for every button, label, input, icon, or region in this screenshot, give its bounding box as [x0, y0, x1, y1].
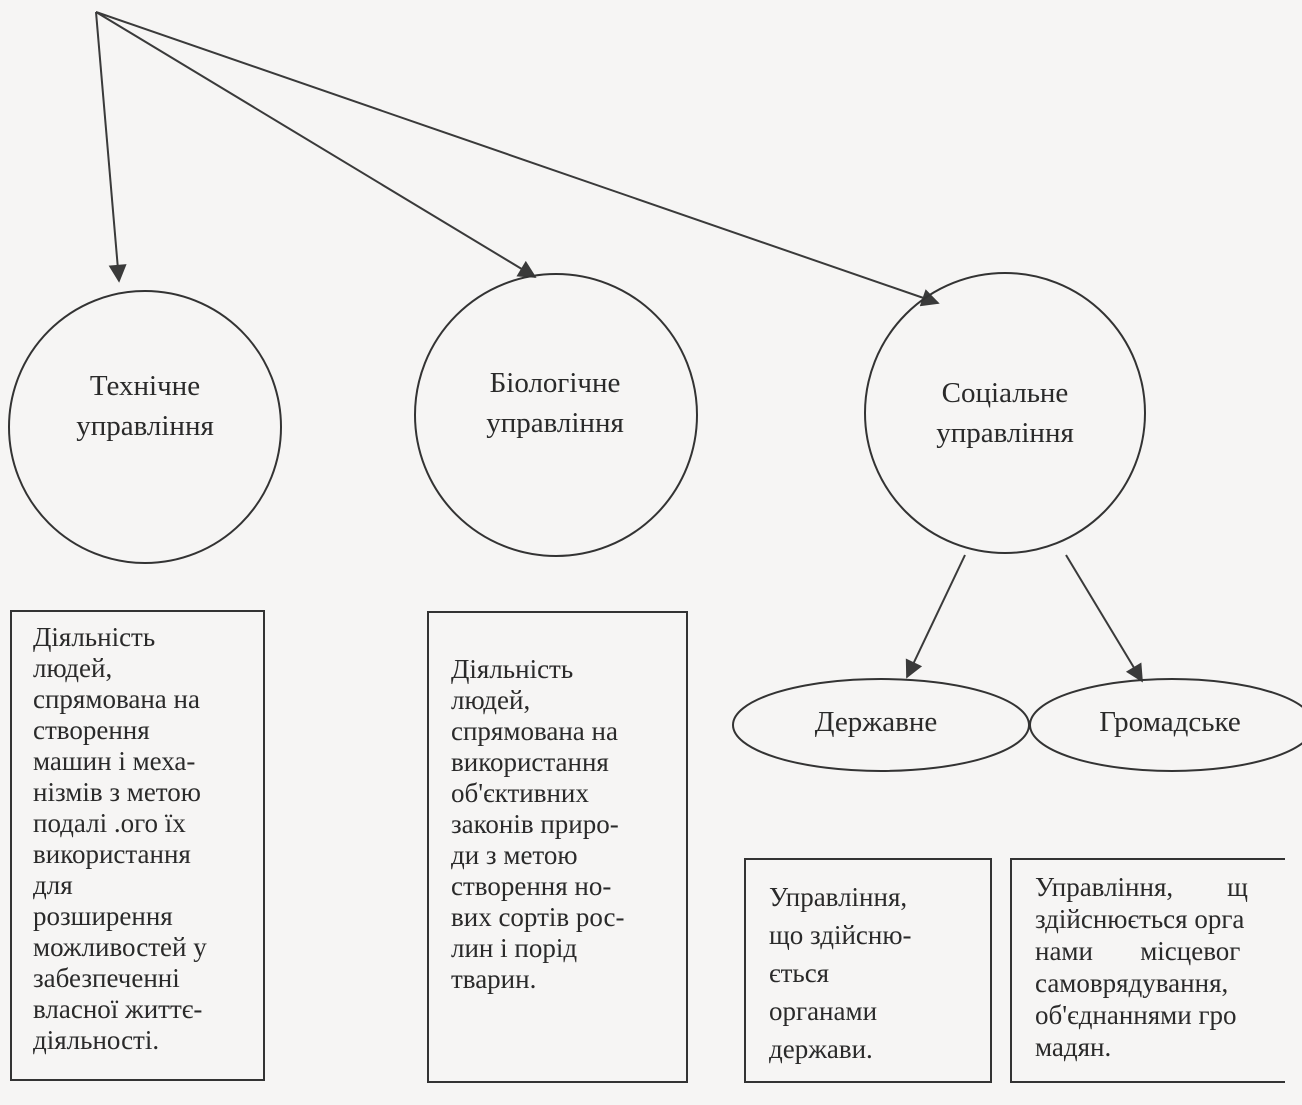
arrow-to-technical — [95, 11, 127, 283]
label-technical: Технічне управління — [76, 370, 214, 442]
box-public-text: Управління, щ здійснюється орга нами міс… — [1035, 872, 1248, 1062]
arrow-to-social — [95, 11, 940, 307]
arrow-to-state — [905, 554, 966, 679]
arrow-to-biological — [95, 11, 537, 278]
box-biological — [427, 611, 688, 1083]
box-state-text: Управління, що здійсню- ється органами д… — [769, 882, 912, 1064]
box-technical-text: Діяльність людей, спрямована на створенн… — [33, 622, 207, 1055]
label-state: Державне — [814, 706, 938, 738]
label-public: Громадське — [1099, 706, 1241, 738]
arrow-to-public — [1065, 554, 1143, 683]
box-public — [1010, 858, 1285, 1083]
circle-technical — [8, 290, 282, 564]
circle-biological — [414, 273, 698, 557]
label-social: Соціальне управління — [936, 377, 1074, 449]
label-biological: Біологічне управління — [486, 367, 624, 439]
box-biological-text: Діяльність людей, спрямована на використ… — [451, 654, 625, 994]
box-state — [744, 858, 992, 1083]
box-technical — [10, 610, 265, 1081]
circle-social — [864, 272, 1146, 554]
ellipse-public — [1029, 678, 1302, 772]
